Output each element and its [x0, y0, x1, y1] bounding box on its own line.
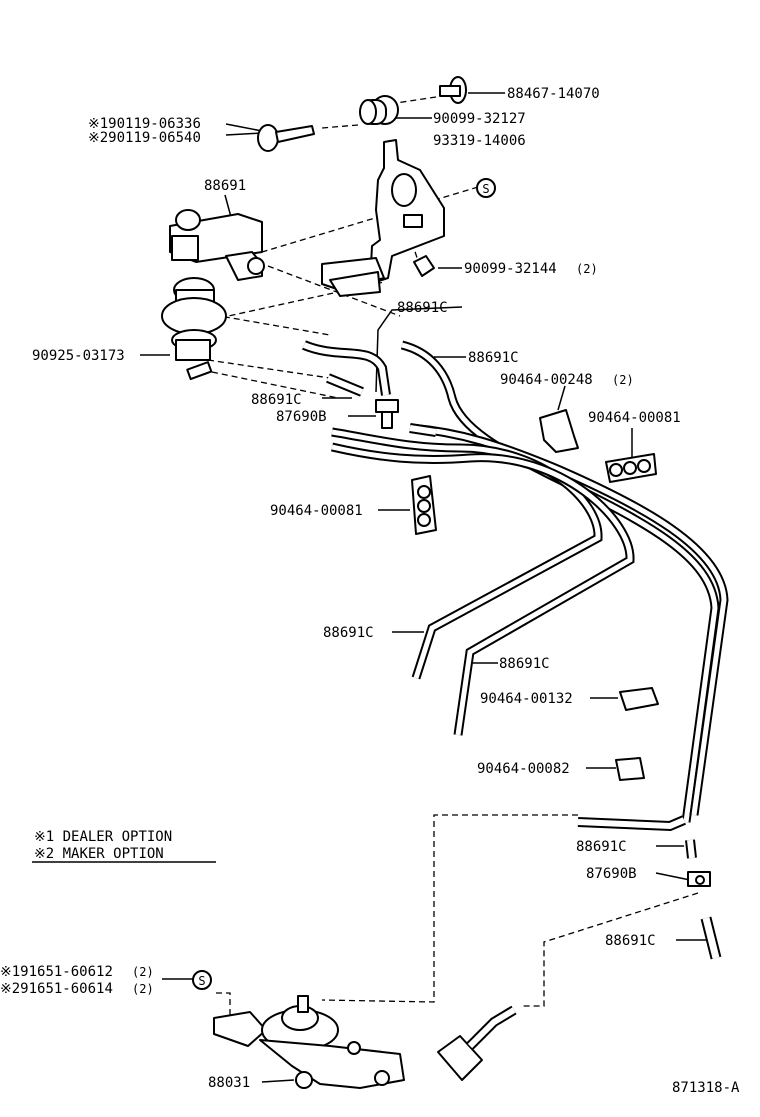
clamp-90464-00248 [539, 409, 579, 453]
label-88691c-7: 88691C [605, 933, 656, 949]
clip-90099-32144 [413, 255, 435, 277]
label-90464-00081-right: 90464-00081 [588, 410, 681, 426]
diagram-code: 871318-A [672, 1080, 740, 1096]
s-marker-1: S [476, 178, 496, 198]
bolt-88467 [439, 76, 467, 104]
label-90464-00082: 90464-00082 [477, 761, 570, 777]
label-90464-00248-qty: (2) [612, 373, 634, 387]
tee-87690b-2 [687, 871, 711, 887]
bracket-assembly [321, 139, 445, 297]
part-labels: 88467-14070 90099-32127 93319-14006 ※190… [0, 86, 740, 1096]
label-87690b-2: 87690B [586, 866, 637, 882]
cushion-90099-32127 [359, 95, 399, 125]
label-91651-60614-qty: (2) [132, 982, 154, 996]
label-91651-60612: ※191651-60612 [0, 964, 113, 980]
legend-maker-option: ※2 MAKER OPTION [34, 846, 164, 862]
label-88691: 88691 [204, 178, 246, 194]
label-88691c-4: 88691C [323, 625, 374, 641]
label-88691c-top: 88691C [397, 300, 448, 316]
label-88691c-2: 88691C [468, 350, 519, 366]
label-88691c-5: 88691C [499, 656, 550, 672]
legend-dealer-option: ※1 DEALER OPTION [34, 829, 172, 845]
clamp-90464-00132 [619, 687, 659, 711]
vacuum-hoses [302, 340, 729, 960]
vsv-88691 [169, 209, 265, 281]
label-90099-32144: 90099-32144 [464, 261, 557, 277]
label-88691c-6: 88691C [576, 839, 627, 855]
vacuum-modulator [437, 1005, 517, 1081]
leader-lines [140, 92, 706, 1083]
label-90464-00081-left: 90464-00081 [270, 503, 363, 519]
label-88691c-3: 88691C [251, 392, 302, 408]
label-87690b-1: 87690B [276, 409, 327, 425]
label-91651-60614: ※291651-60614 [0, 981, 113, 997]
label-91651-60612-qty: (2) [132, 965, 154, 979]
clamp-90464-00082 [615, 757, 645, 781]
clamp-90464-00081-left [411, 475, 437, 535]
egr-valve-88031 [213, 995, 405, 1089]
vcv-90925 [161, 277, 227, 381]
label-93319-14006: 93319-14006 [433, 133, 526, 149]
label-88467-14070: 88467-14070 [507, 86, 600, 102]
s-mark-text: S [482, 182, 489, 196]
bolt-90119 [257, 124, 315, 152]
label-90119-06336: ※190119-06336 [88, 116, 201, 132]
clamp-90464-00081-right [605, 453, 657, 483]
option-legend: ※1 DEALER OPTION ※2 MAKER OPTION [32, 829, 216, 863]
label-90464-00248: 90464-00248 [500, 372, 593, 388]
label-90464-00132: 90464-00132 [480, 691, 573, 707]
label-90925-03173: 90925-03173 [32, 348, 125, 364]
s-marker-2: S [192, 970, 212, 990]
label-90099-32144-qty: (2) [576, 262, 598, 276]
label-90099-32127: 90099-32127 [433, 111, 526, 127]
label-90119-06540: ※290119-06540 [88, 130, 201, 146]
label-88031: 88031 [208, 1075, 250, 1091]
s-mark-text-2: S [198, 974, 205, 988]
tee-87690b-1 [375, 399, 399, 429]
